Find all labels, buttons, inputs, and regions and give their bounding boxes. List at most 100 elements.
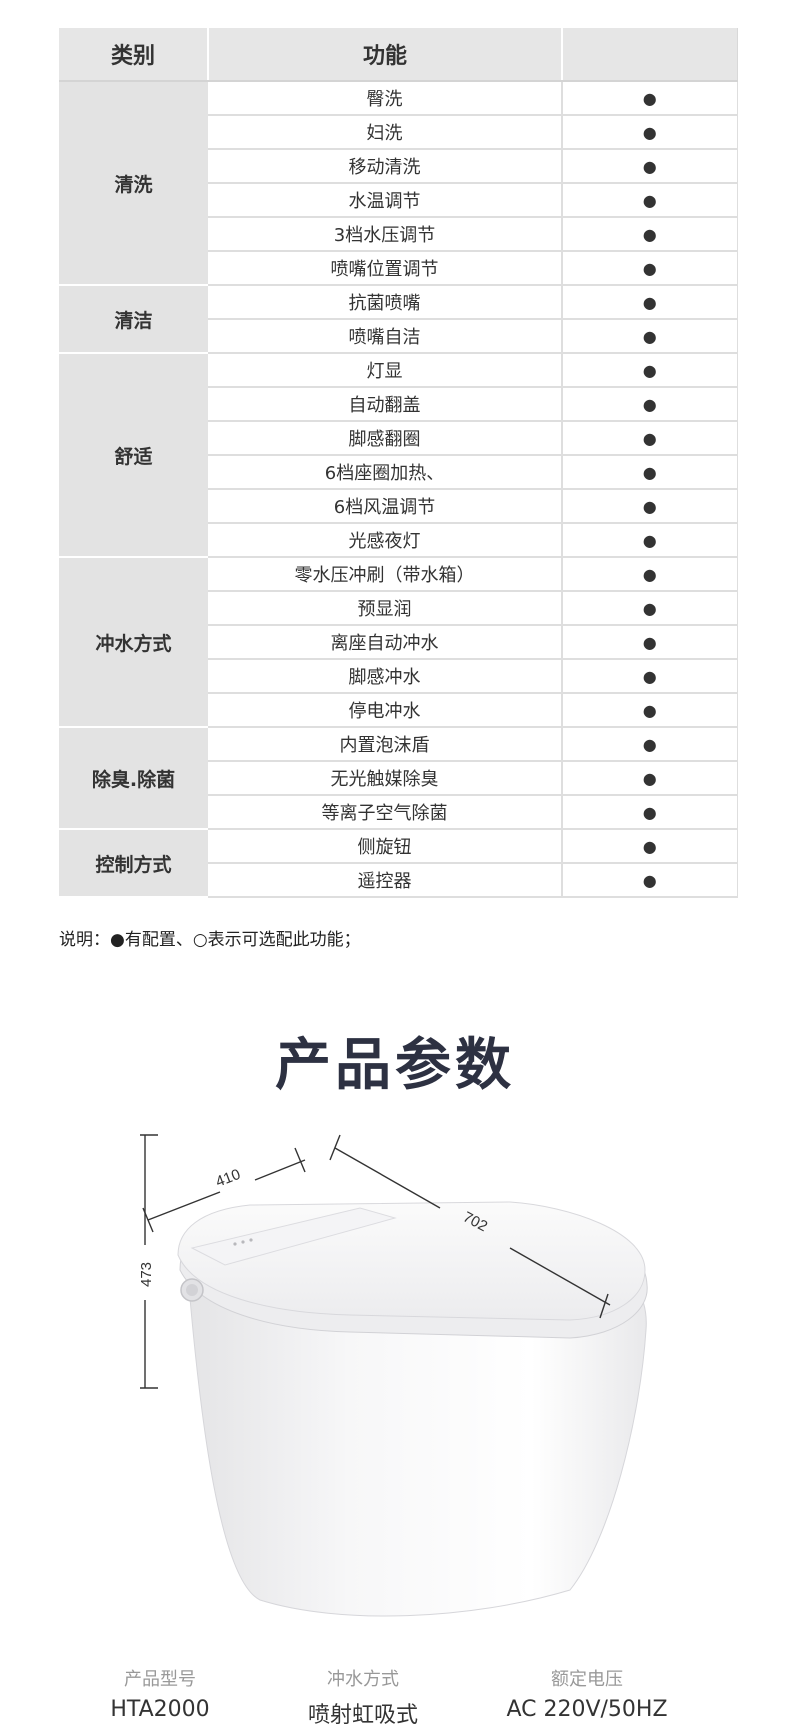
config-mark-cell: ● — [562, 557, 738, 592]
table-row: 6档座圈加热、● — [59, 455, 738, 490]
table-row: 脚感冲水● — [59, 659, 738, 694]
config-mark-cell: ● — [562, 455, 738, 490]
feature-cell: 喷嘴自洁 — [208, 319, 563, 354]
header-category: 类别 — [59, 28, 209, 82]
config-mark-cell: ● — [562, 251, 738, 286]
table-row: 移动清洗● — [59, 149, 738, 184]
feature-cell: 脚感冲水 — [208, 659, 563, 694]
table-row: 预显润● — [59, 591, 738, 626]
table-row: 等离子空气除菌● — [59, 795, 738, 830]
spec-flush-value: 喷射虹吸式 — [307, 1703, 418, 1728]
feature-cell: 抗菌喷嘴 — [208, 285, 563, 320]
spec-flush-label: 冲水方式 — [327, 1669, 399, 1690]
feature-cell: 6档座圈加热、 — [208, 455, 563, 490]
feature-cell: 遥控器 — [208, 863, 563, 898]
config-mark-cell: ● — [562, 285, 738, 320]
spec-model-value: HTA2000 — [110, 1697, 210, 1722]
config-mark-cell: ● — [562, 81, 738, 116]
table-row: 水温调节● — [59, 183, 738, 218]
config-mark-cell: ● — [562, 863, 738, 898]
feature-cell: 水温调节 — [208, 183, 563, 218]
category-cell: 舒适 — [59, 353, 208, 558]
feature-cell: 臀洗 — [208, 81, 563, 116]
legend-note: 说明：●有配置、○表示可选配此功能； — [59, 930, 361, 950]
config-mark-cell: ● — [562, 353, 738, 388]
config-mark-cell: ● — [562, 149, 738, 184]
spec-voltage-value: AC 220V/50HZ — [506, 1697, 668, 1722]
feature-cell: 内置泡沫盾 — [208, 727, 563, 762]
table-row: 舒适灯显● — [59, 353, 738, 558]
table-row: 清洗臀洗● — [59, 81, 738, 286]
table-header-row: 类别 功能 — [59, 28, 738, 82]
config-mark-cell: ● — [562, 183, 738, 218]
config-mark-cell: ● — [562, 387, 738, 422]
feature-cell: 脚感翻圈 — [208, 421, 563, 456]
category-cell: 清洗 — [59, 81, 208, 286]
width-label: 410 — [213, 1166, 242, 1191]
table-row: 喷嘴位置调节● — [59, 251, 738, 286]
feature-cell: 3档水压调节 — [208, 217, 563, 252]
length-dimension — [329, 1134, 611, 1319]
spec-voltage: 额定电压 AC 220V/50HZ — [487, 1665, 687, 1722]
header-config — [562, 28, 738, 82]
config-mark-cell: ● — [562, 591, 738, 626]
config-mark-cell: ● — [562, 795, 738, 830]
table-row: 遥控器● — [59, 863, 738, 898]
spec-voltage-label: 额定电压 — [551, 1669, 623, 1690]
feature-cell: 停电冲水 — [208, 693, 563, 728]
feature-cell: 离座自动冲水 — [208, 625, 563, 660]
feature-cell: 预显润 — [208, 591, 563, 626]
config-mark-cell: ● — [562, 659, 738, 694]
feature-cell: 灯显 — [208, 353, 563, 388]
config-mark-cell: ● — [562, 693, 738, 728]
feature-cell: 等离子空气除菌 — [208, 795, 563, 830]
config-mark-cell: ● — [562, 421, 738, 456]
feature-cell: 自动翻盖 — [208, 387, 563, 422]
table-row: 3档水压调节● — [59, 217, 738, 252]
config-mark-cell: ● — [562, 829, 738, 864]
product-dimension-diagram: 410 702 473 — [140, 1134, 648, 1617]
config-mark-cell: ● — [562, 319, 738, 354]
section-title: 产品参数 — [275, 1033, 515, 1098]
config-mark-cell: ● — [562, 625, 738, 660]
height-dimension — [140, 1134, 158, 1389]
spec-model: 产品型号 HTA2000 — [60, 1665, 260, 1722]
table-row: 停电冲水● — [59, 693, 738, 728]
table-row: 6档风温调节● — [59, 489, 738, 524]
config-mark-cell: ● — [562, 523, 738, 558]
feature-cell: 光感夜灯 — [208, 523, 563, 558]
feature-cell: 移动清洗 — [208, 149, 563, 184]
table-row: 无光触媒除臭● — [59, 761, 738, 796]
table-row: 冲水方式零水压冲刷（带水箱）● — [59, 557, 738, 728]
config-mark-cell: ● — [562, 727, 738, 762]
height-label: 473 — [140, 1262, 155, 1287]
table-row: 控制方式侧旋钮● — [59, 829, 738, 898]
feature-cell: 6档风温调节 — [208, 489, 563, 524]
category-cell: 除臭.除菌 — [59, 727, 208, 830]
spec-flush: 冲水方式 喷射虹吸式 — [263, 1665, 463, 1729]
config-mark-cell: ● — [562, 489, 738, 524]
category-cell: 冲水方式 — [59, 557, 208, 728]
config-mark-cell: ● — [562, 217, 738, 252]
header-function: 功能 — [208, 28, 563, 82]
table-row: 妇洗● — [59, 115, 738, 150]
feature-cell: 侧旋钮 — [208, 829, 563, 864]
feature-cell: 妇洗 — [208, 115, 563, 150]
feature-table: 类别 功能 清洗臀洗●妇洗●移动清洗●水温调节●3档水压调节●喷嘴位置调节●清洁… — [59, 28, 738, 898]
spec-model-label: 产品型号 — [124, 1669, 196, 1690]
table-row: 喷嘴自洁● — [59, 319, 738, 354]
config-mark-cell: ● — [562, 115, 738, 150]
table-row: 离座自动冲水● — [59, 625, 738, 660]
table-row: 除臭.除菌内置泡沫盾● — [59, 727, 738, 830]
table-row: 脚感翻圈● — [59, 421, 738, 456]
config-mark-cell: ● — [562, 761, 738, 796]
table-row: 自动翻盖● — [59, 387, 738, 422]
feature-cell: 喷嘴位置调节 — [208, 251, 563, 286]
feature-cell: 零水压冲刷（带水箱） — [208, 557, 563, 592]
category-cell: 控制方式 — [59, 829, 208, 898]
feature-table-body: 清洗臀洗●妇洗●移动清洗●水温调节●3档水压调节●喷嘴位置调节●清洁抗菌喷嘴●喷… — [59, 81, 738, 898]
category-cell: 清洁 — [59, 285, 208, 354]
feature-cell: 无光触媒除臭 — [208, 761, 563, 796]
table-row: 光感夜灯● — [59, 523, 738, 558]
table-row: 清洁抗菌喷嘴● — [59, 285, 738, 354]
